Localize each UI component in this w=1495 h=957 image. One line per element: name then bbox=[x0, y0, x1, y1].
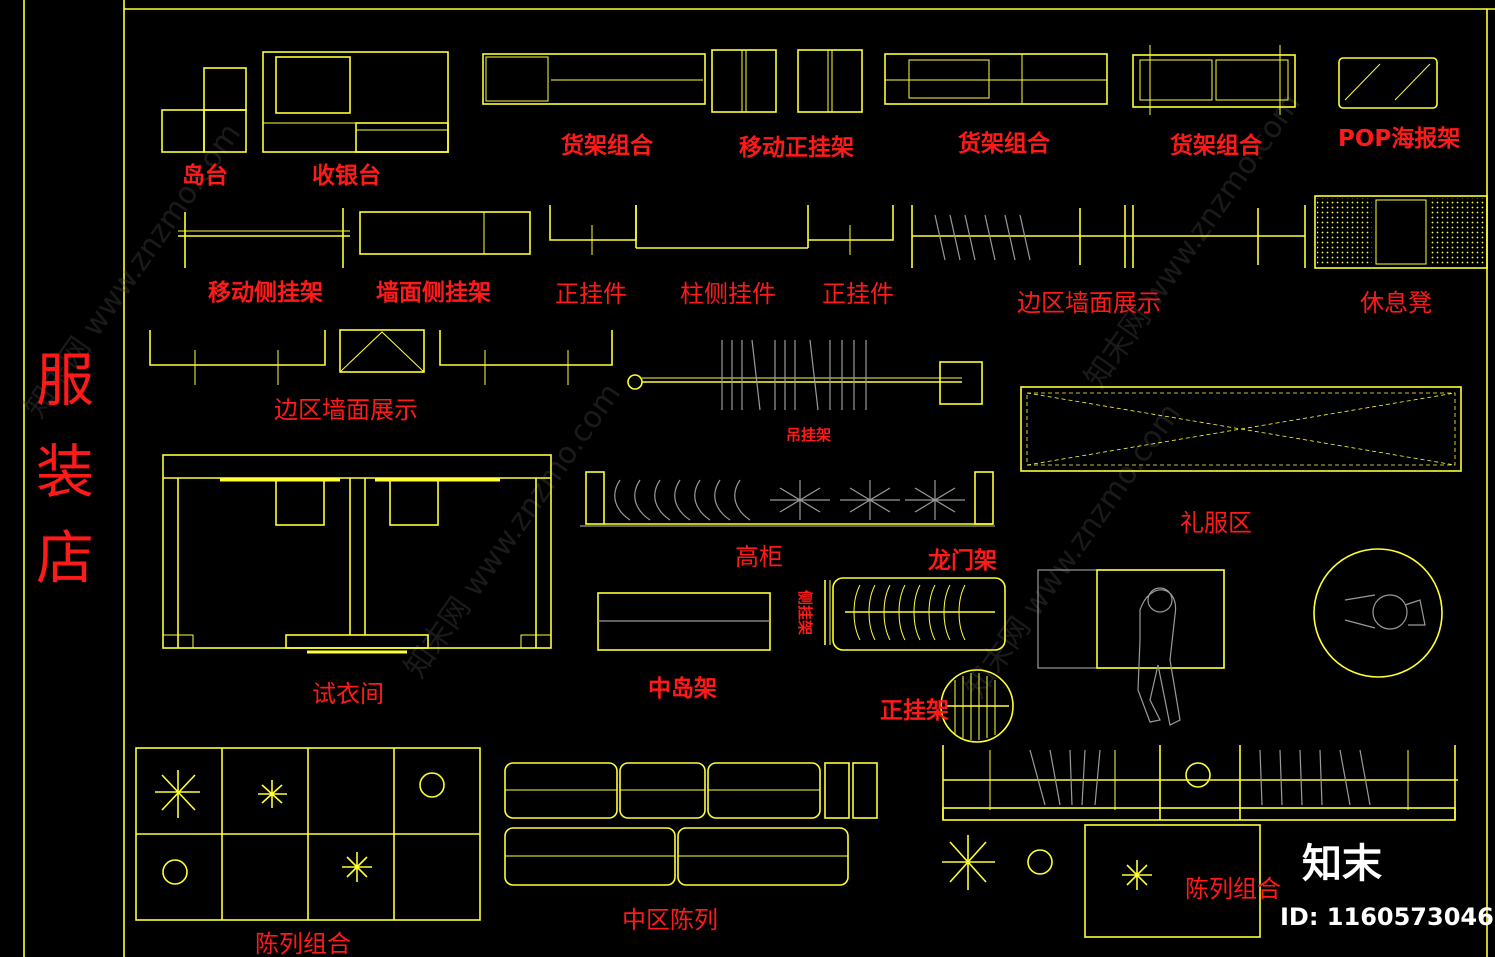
island-counter-symbol bbox=[161, 67, 247, 153]
tall-cabinet-symbol bbox=[580, 471, 995, 527]
label-wall-side-rack: 墙面侧挂架 bbox=[376, 279, 491, 306]
label-tall-cabinet: 高柜 bbox=[735, 543, 783, 571]
display-combo-2-symbol bbox=[942, 745, 1458, 938]
ghost-watermark-2: 知末网 www.znzmo.com bbox=[398, 377, 628, 685]
drawing-frame bbox=[23, 0, 1495, 957]
label-shelf-combo-3: 货架组合 bbox=[1170, 132, 1263, 159]
mobile-front-rack-symbol bbox=[711, 49, 863, 113]
formal-wear-zone-symbol bbox=[1020, 386, 1462, 472]
hanging-rack-symbol bbox=[627, 339, 983, 411]
edge-wall-display-2-symbol bbox=[149, 329, 613, 385]
label-formal-wear-zone: 礼服区 bbox=[1180, 509, 1252, 537]
label-front-hanger-2: 正挂件 bbox=[822, 280, 894, 308]
label-mobile-side-rack: 移动侧挂架 bbox=[208, 279, 323, 306]
label-column-side-hanger: 柱侧挂件 bbox=[680, 280, 776, 308]
drawing-title: 服 装 店 bbox=[36, 346, 94, 592]
label-edge-wall-display-1: 边区墙面展示 bbox=[1017, 289, 1161, 317]
label-shelf-combo-2: 货架组合 bbox=[958, 130, 1051, 157]
round-table-person-symbol bbox=[1313, 548, 1443, 678]
chair-with-person-symbol bbox=[1037, 569, 1225, 726]
label-pop-stand: POP海报架 bbox=[1338, 125, 1460, 152]
label-edge-wall-display-2: 边区墙面展示 bbox=[274, 396, 418, 424]
label-rest-bench: 休息凳 bbox=[1360, 289, 1432, 317]
display-combo-1-symbol bbox=[135, 747, 481, 921]
edge-wall-display-1-symbol bbox=[911, 205, 1306, 268]
title-char-3: 店 bbox=[36, 524, 94, 592]
title-char-1: 服 bbox=[36, 346, 94, 414]
label-display-combo-1: 陈列组合 bbox=[255, 930, 351, 957]
rest-bench-symbol bbox=[1314, 195, 1488, 269]
label-shelf-combo-1: 货架组合 bbox=[561, 132, 654, 159]
label-mobile-front-rack: 移动正挂架 bbox=[739, 135, 854, 161]
label-display-combo-2: 陈列组合 bbox=[1185, 875, 1281, 903]
shelf-combo-2-symbol bbox=[884, 53, 1108, 105]
fitting-room-symbol bbox=[162, 454, 552, 654]
corner-watermark: 知末 ID: 1160573046 bbox=[1280, 841, 1494, 931]
watermark-id: ID: 1160573046 bbox=[1280, 903, 1494, 931]
label-dao-tai: 岛台 bbox=[182, 162, 228, 189]
front-hanger-column-hanger-symbol bbox=[549, 205, 894, 255]
label-front-rack: 正挂架 bbox=[880, 698, 949, 724]
pop-poster-stand-symbol bbox=[1338, 57, 1438, 109]
mobile-side-rack-symbol bbox=[178, 208, 350, 268]
cashier-counter-symbol bbox=[262, 51, 449, 153]
label-gantry-rack: 龙门架 bbox=[928, 547, 997, 574]
label-side-rack-vertical: 侧挂架 bbox=[796, 590, 814, 635]
watermark-brand: 知末 bbox=[1302, 841, 1382, 887]
shelf-combo-3-symbol bbox=[1132, 45, 1296, 115]
label-mid-island-rack: 中岛架 bbox=[648, 675, 717, 702]
label-central-zone-display: 中区陈列 bbox=[622, 906, 718, 934]
label-fitting-room: 试衣间 bbox=[312, 680, 384, 708]
mid-island-rack-symbol bbox=[597, 592, 771, 651]
front-rack-round-symbol bbox=[940, 669, 1014, 743]
gantry-rack-symbol bbox=[824, 577, 1006, 651]
label-front-hanger-1: 正挂件 bbox=[555, 280, 627, 308]
title-char-2: 装 bbox=[36, 438, 94, 506]
wall-side-rack-symbol bbox=[359, 211, 531, 255]
label-hanging-rack: 吊挂架 bbox=[786, 426, 831, 444]
shelf-combo-1-symbol bbox=[482, 53, 706, 105]
label-shou-yin-tai: 收银台 bbox=[312, 162, 381, 189]
central-zone-display-symbol bbox=[504, 762, 878, 886]
